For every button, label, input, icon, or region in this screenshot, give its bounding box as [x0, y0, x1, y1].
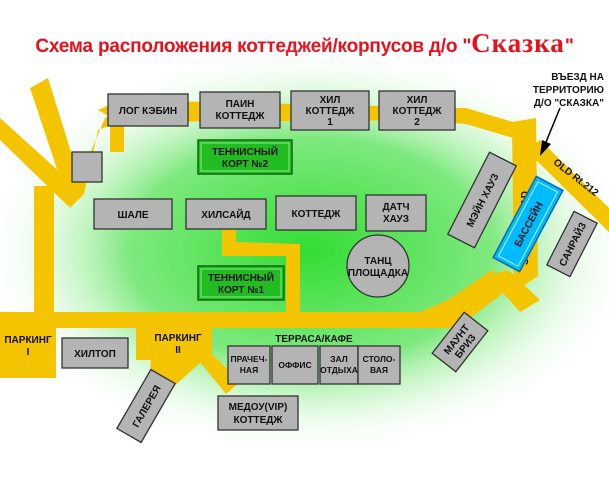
building-hilltop[interactable]	[61, 337, 129, 369]
tennis-court-2[interactable]	[197, 139, 293, 175]
label-log-cabin: ЛОГ КЭБИН	[119, 106, 177, 117]
label-chalet: ШАЛЕ	[117, 210, 148, 221]
label-tennis1-b: КОРТ №1	[218, 285, 264, 296]
label-dutch-a: ДАТЧ	[383, 202, 410, 213]
building-dutch-house[interactable]	[365, 194, 427, 232]
label-meadow-b: КОТТЕДЖ	[234, 415, 284, 426]
dance-floor[interactable]	[346, 234, 410, 298]
label-dutch-b: ХАУЗ	[383, 214, 409, 225]
label-tennis2-a: ТЕННИСНЫЙ	[212, 145, 278, 158]
building-hillside[interactable]	[185, 198, 267, 230]
label-pine-cottage-2: КОТТЕДЖ	[216, 111, 266, 122]
label-lounge-b: ОТДЫХА	[320, 365, 358, 375]
label-entrance-c: Д/О "СКАЗКА"	[534, 98, 604, 109]
label-dining-a: СТОЛО-	[363, 354, 396, 364]
label-terrace: ТЕРРАСА/КАФЕ	[275, 334, 353, 345]
building-log-cabin[interactable]	[107, 93, 189, 127]
label-parking2-a: ПАРКИНГ	[154, 333, 202, 344]
entrance-arrow	[540, 107, 561, 156]
label-hill2-c: 2	[414, 117, 420, 128]
label-tennis1-a: ТЕННИСНЫЙ	[208, 271, 274, 284]
label-hill1-a: ХИЛ	[320, 95, 341, 106]
label-hill1-b: КОТТЕДЖ	[306, 106, 356, 117]
label-dance-b: ПЛОЩАДКА	[348, 268, 408, 279]
building-hill-cottage-1[interactable]	[290, 90, 370, 131]
building-laundry[interactable]	[227, 345, 271, 385]
label-parking1-b: I	[27, 347, 30, 358]
building-chalet[interactable]	[93, 198, 173, 230]
label-entrance-a: ВЪЕЗД НА	[551, 72, 604, 83]
building-dining[interactable]	[357, 345, 401, 385]
label-office: ОФФИС	[278, 360, 311, 370]
title-suffix: "	[564, 36, 574, 57]
unnamed-building	[71, 151, 103, 183]
label-cottage: КОТТЕДЖ	[292, 209, 342, 220]
label-laundry-a: ПРАЧЕЧ-	[231, 354, 268, 364]
building-pine-cottage[interactable]	[199, 91, 281, 129]
label-parking2-b: II	[175, 345, 181, 356]
label-hilltop: ХИЛТОП	[74, 349, 116, 360]
parking-1[interactable]	[0, 318, 56, 378]
label-hill2-b: КОТТЕДЖ	[393, 106, 443, 117]
label-laundry-b: НАЯ	[240, 365, 258, 375]
label-tennis2-b: КОРТ №2	[222, 159, 268, 170]
label-lounge-a: ЗАЛ	[330, 354, 348, 364]
terrace-complex: ПРАЧЕЧ- НАЯ ОФФИС ЗАЛ ОТДЫХА СТОЛО- ВАЯ	[227, 345, 401, 385]
building-hill-cottage-2[interactable]	[378, 90, 456, 131]
tennis-court-1[interactable]	[197, 265, 285, 301]
label-dining-b: ВАЯ	[370, 365, 388, 375]
label-entrance-b: ТЕРРИТОРИЮ	[533, 85, 604, 96]
parking-2[interactable]	[136, 326, 212, 360]
building-cottage[interactable]	[275, 195, 357, 231]
label-hill1-c: 1	[327, 117, 333, 128]
label-meadow-a: МЕДОУ(VIP)	[229, 402, 288, 413]
building-meadow-vip[interactable]	[217, 395, 299, 431]
label-pine-cottage-1: ПАИН	[226, 99, 255, 110]
label-dance-a: ТАНЦ	[364, 256, 392, 267]
label-hillside: ХИЛСАЙД	[201, 208, 250, 221]
label-hill2-a: ХИЛ	[407, 95, 428, 106]
building-office[interactable]	[271, 345, 319, 385]
label-parking1-a: ПАРКИНГ	[4, 335, 52, 346]
building-lounge[interactable]	[319, 345, 359, 385]
title-brand: Сказка	[471, 28, 565, 58]
